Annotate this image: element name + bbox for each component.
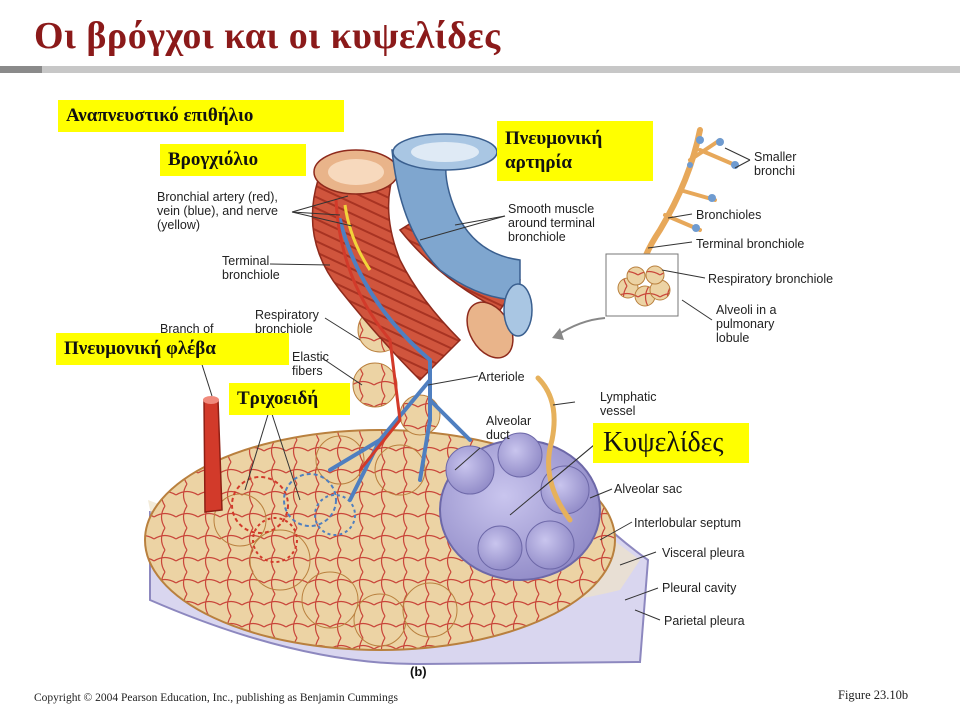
capillary-network bbox=[231, 473, 356, 563]
pulmonary-vein-branch bbox=[203, 396, 223, 513]
label-pleural-cavity: Pleural cavity bbox=[662, 581, 737, 595]
label-smooth-muscle: Smooth muscle around terminal bronchiole bbox=[508, 202, 595, 244]
greek-label-pulmonary-artery: Πνευμονική αρτηρία bbox=[497, 121, 653, 181]
zoom-arrow-head bbox=[552, 328, 564, 340]
lymphatic-vessel bbox=[535, 375, 573, 523]
bronchi-nodes bbox=[687, 136, 739, 232]
panel-letter: (b) bbox=[410, 664, 427, 679]
title-divider-accent bbox=[0, 66, 42, 73]
label-alveoli-in-lobule: Alveoli in a pulmonary lobule bbox=[716, 303, 777, 345]
label-elastic-fibers: Elastic fibers bbox=[292, 350, 329, 378]
bronchial-nerve bbox=[343, 204, 372, 271]
greek-label-bronchiole: Βρογχιόλιο bbox=[160, 144, 306, 176]
label-respiratory-bronchiole-left: Respiratory bronchiole bbox=[255, 308, 319, 336]
pulmonary-lobule-box bbox=[605, 253, 679, 317]
slide-title: Οι βρόγχοι και οι κυψελίδες bbox=[34, 15, 501, 57]
greek-label-alveoli: Κυψελίδες bbox=[593, 423, 749, 463]
label-terminal-bronchiole-left: Terminal bronchiole bbox=[222, 254, 280, 282]
label-arteriole: Arteriole bbox=[478, 370, 525, 384]
title-divider bbox=[0, 66, 960, 73]
label-respiratory-bronchiole-right: Respiratory bronchiole bbox=[708, 272, 834, 286]
label-visceral-pleura: Visceral pleura bbox=[662, 546, 745, 560]
label-alveolar-duct: Alveolar duct bbox=[486, 414, 532, 442]
greek-label-respiratory-epithelium: Αναπνευστικό επιθήλιο bbox=[58, 100, 344, 132]
label-bronchioles: Bronchioles bbox=[696, 208, 762, 222]
copyright-notice: Copyright © 2004 Pearson Education, Inc.… bbox=[34, 692, 398, 704]
zoom-arrow bbox=[555, 317, 606, 337]
label-smaller-bronchi: Smaller bronchi bbox=[754, 150, 797, 178]
greek-label-pulmonary-vein: Πνευμονική φλέβα bbox=[56, 333, 289, 365]
label-alveolar-sac: Alveolar sac bbox=[614, 482, 683, 496]
label-terminal-bronchiole-right: Terminal bronchiole bbox=[696, 237, 805, 251]
figure-number: Figure 23.10b bbox=[838, 688, 909, 702]
label-parietal-pleura: Parietal pleura bbox=[664, 614, 745, 628]
greek-label-capillaries: Τριχοειδή bbox=[229, 383, 350, 415]
leader-lines bbox=[197, 147, 751, 621]
bronchial-artery bbox=[334, 198, 402, 472]
label-bronchial-vessels: Bronchial artery (red), vein (blue), and… bbox=[157, 190, 278, 232]
label-interlobular-septum: Interlobular septum bbox=[634, 516, 742, 530]
alveolar-sac bbox=[439, 432, 601, 581]
label-lymphatic-vessel: Lymphatic vessel bbox=[600, 390, 657, 418]
